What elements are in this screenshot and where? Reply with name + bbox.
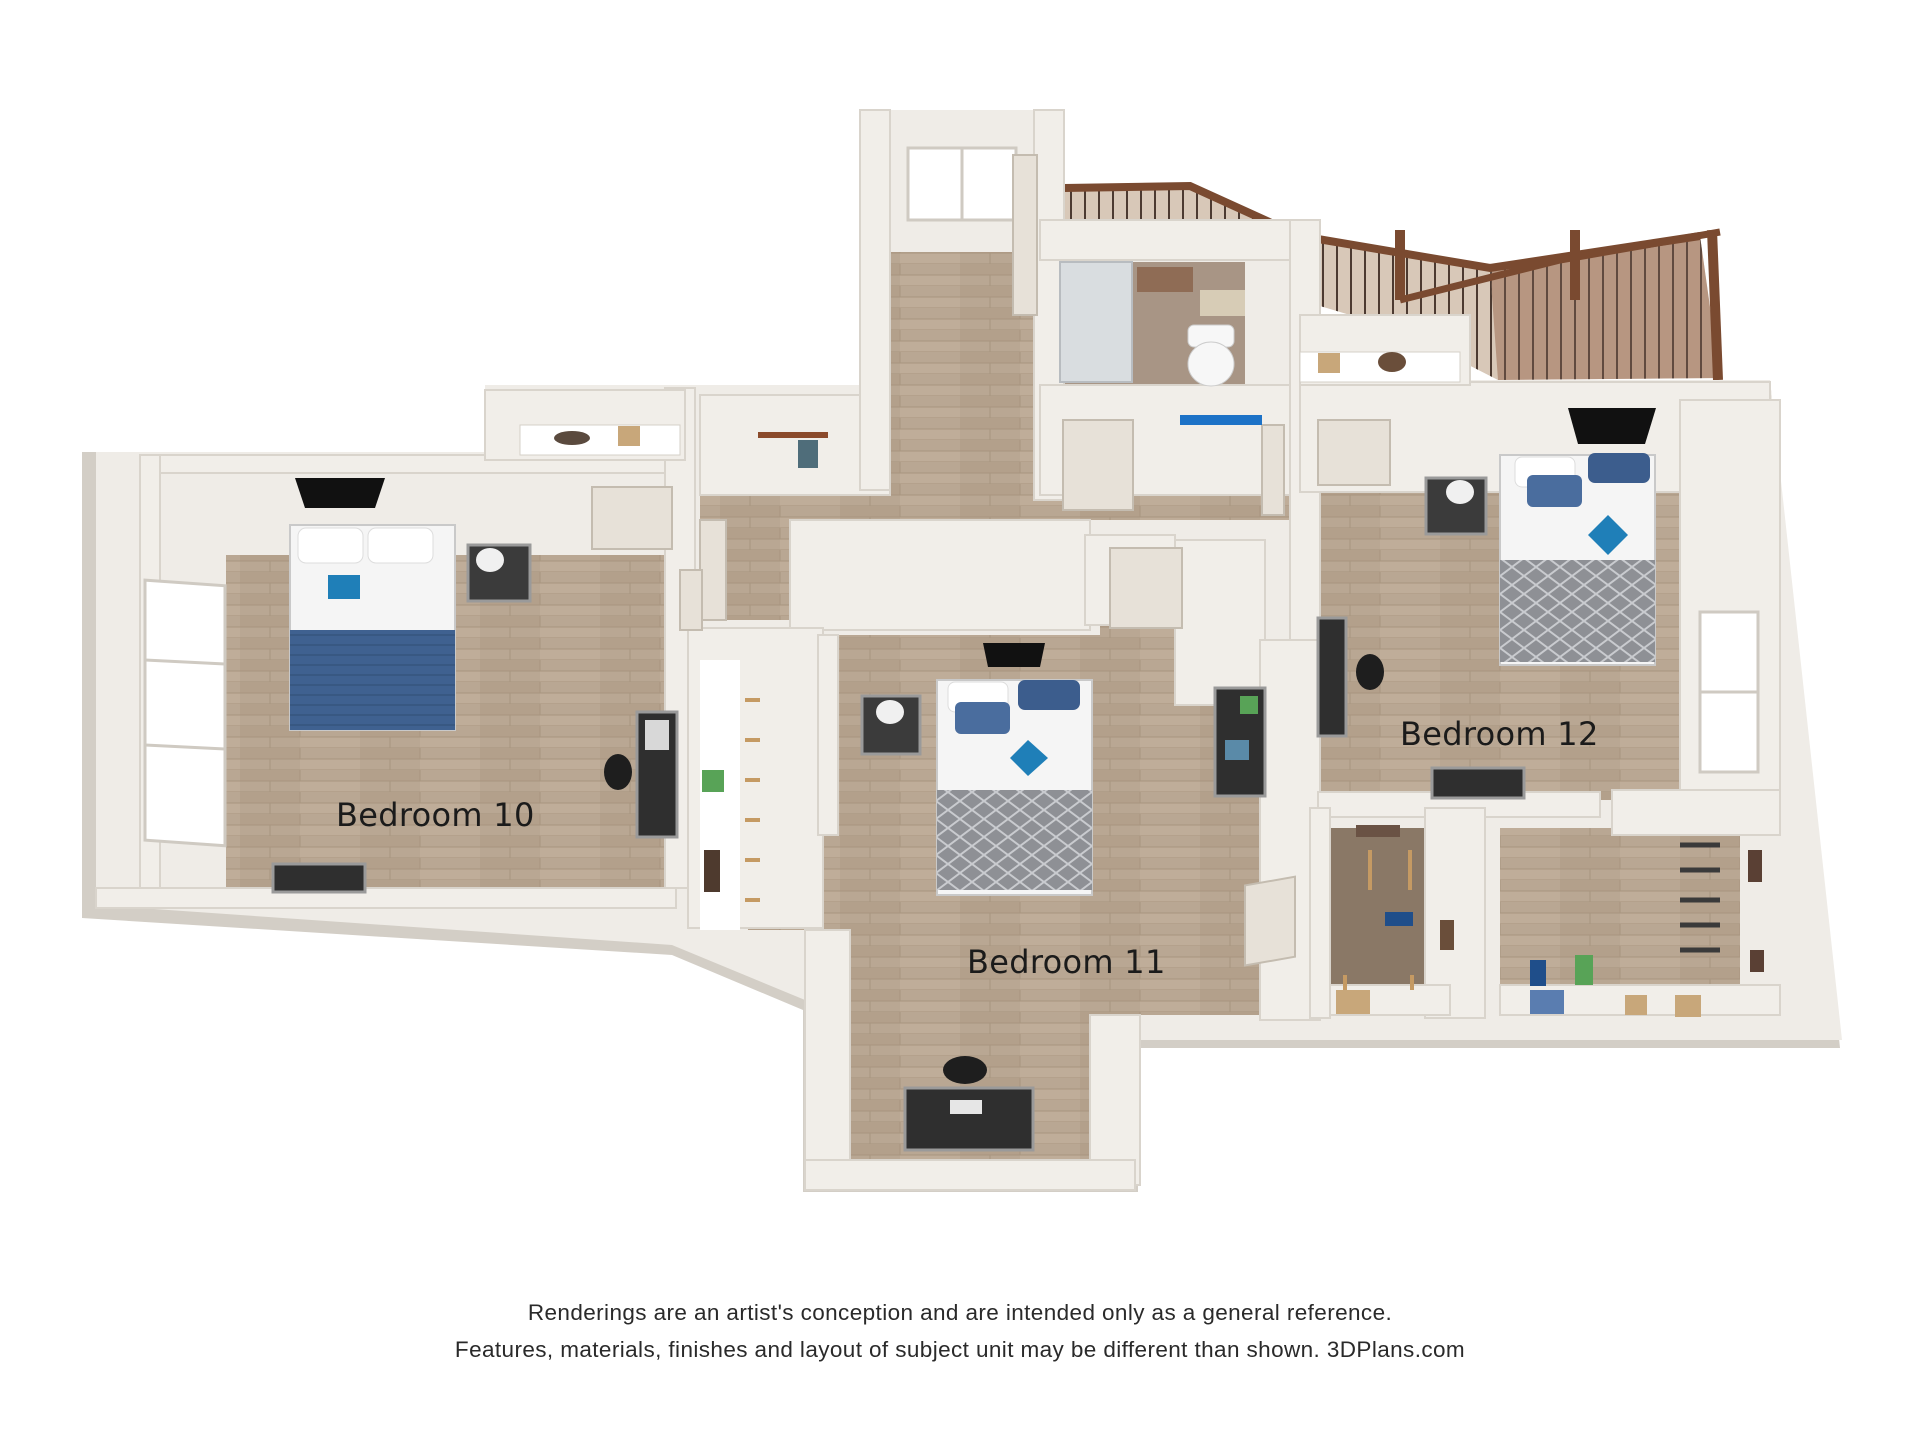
bed-icon bbox=[936, 679, 1093, 896]
closet bbox=[1336, 825, 1764, 1017]
shower-icon bbox=[1059, 261, 1133, 383]
desk-icon bbox=[903, 686, 1267, 1152]
toilet-icon bbox=[1187, 324, 1235, 387]
bed-icon bbox=[289, 524, 456, 731]
desk-icon bbox=[1316, 616, 1526, 800]
closet bbox=[700, 660, 760, 930]
desk-icon bbox=[271, 710, 679, 894]
nightstand-icon bbox=[466, 543, 532, 603]
door-icon bbox=[591, 154, 1391, 967]
room-label-bedroom-12: Bedroom 12 bbox=[1400, 715, 1599, 753]
hallway-floor bbox=[700, 490, 1290, 620]
shelf-icon bbox=[519, 351, 1461, 468]
towel-icon bbox=[1200, 290, 1245, 316]
room-label-bedroom-10: Bedroom 10 bbox=[336, 796, 535, 834]
vanity-icon bbox=[1137, 267, 1193, 292]
mirror-icon bbox=[1180, 415, 1262, 425]
nightstand-icon bbox=[1424, 476, 1488, 536]
artwork-icon bbox=[295, 408, 1656, 667]
nightstand-icon bbox=[860, 694, 922, 756]
disclaimer-line-2: Features, materials, finishes and layout… bbox=[454, 1337, 1466, 1362]
window-icon bbox=[143, 146, 1760, 848]
disclaimer-line-1: Renderings are an artist's conception an… bbox=[527, 1300, 1393, 1325]
bathroom bbox=[1059, 261, 1245, 387]
room-label-bedroom-11: Bedroom 11 bbox=[967, 943, 1166, 981]
bed-icon bbox=[1499, 453, 1656, 666]
